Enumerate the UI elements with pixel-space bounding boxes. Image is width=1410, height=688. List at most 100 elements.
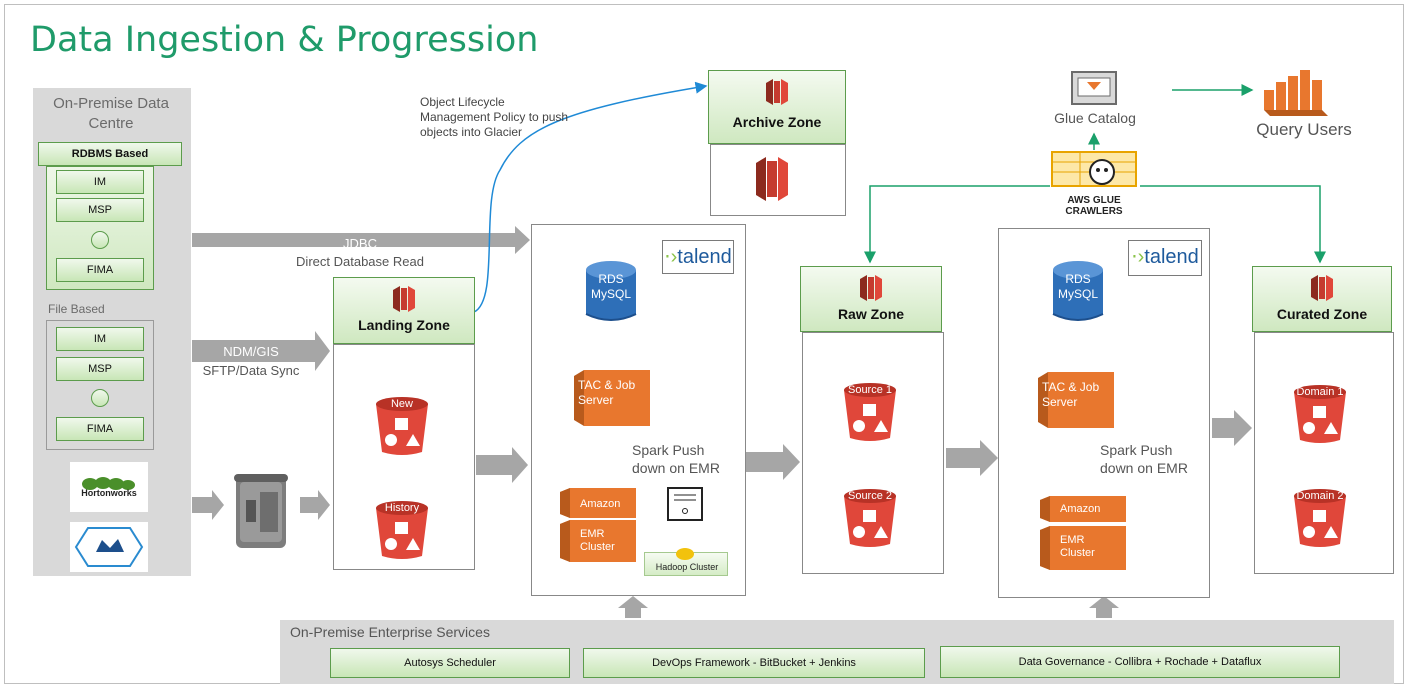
talend-logo: ⋅›talend: [662, 240, 734, 274]
s3-bucket-icon: [1294, 385, 1346, 443]
emr-cluster-icon: Amazon EMR Cluster: [1040, 496, 1126, 570]
bucket-label: Source 2: [847, 490, 893, 502]
enterprise-services-title: On-Premise Enterprise Services: [290, 624, 490, 640]
crawler-to-raw-line: [864, 185, 1050, 264]
ndm-arrow: [192, 331, 330, 371]
tac-label: TAC & Job Server: [578, 378, 636, 407]
amazon-label: Amazon: [580, 498, 621, 510]
talend-dot-icon: ⋅›: [664, 246, 678, 268]
rds-label: RDS MySQL: [590, 272, 631, 301]
service-devops: DevOps Framework - BitBucket + Jenkins: [583, 648, 925, 678]
s3-bucket: History: [374, 500, 430, 562]
emr-label: EMR Cluster: [1060, 534, 1095, 559]
tac-server-icon: TAC & Job Server: [574, 368, 650, 428]
amazon-label: Amazon: [1060, 503, 1101, 515]
processing2-to-curated-arrow: [1212, 410, 1252, 446]
server-rack-icon: [666, 486, 704, 522]
file-item-im: IM: [56, 327, 144, 351]
s3-bucket: Domain 2: [1292, 488, 1348, 550]
s3-bucket-icon: [844, 489, 896, 547]
appliance-to-landing-arrow: [300, 490, 330, 520]
rds-label: RDS MySQL: [1057, 272, 1098, 301]
rds-mysql-icon: RDS MySQL: [584, 258, 638, 326]
bucket-label: Domain 2: [1296, 490, 1344, 502]
services-up-arrow: [618, 596, 648, 618]
elephant-icon: [82, 477, 135, 490]
glue-catalog-label: Glue Catalog: [1054, 110, 1136, 126]
s3-bucket: Domain 1: [1292, 384, 1348, 446]
ndm-label: NDM/GIS: [223, 344, 279, 359]
source-to-appliance-arrow: [192, 490, 224, 520]
s3-bucket-icon: [844, 383, 896, 441]
tac-label: TAC & Job Server: [1042, 380, 1100, 409]
bucket-label: New: [390, 398, 413, 410]
rds-mysql-icon: RDS MySQL: [1051, 258, 1105, 326]
service-autosys: Autosys Scheduler: [330, 648, 570, 678]
data-appliance: [230, 470, 292, 552]
raw-to-processing2-arrow: [946, 440, 998, 476]
s3-bucket: Source 1: [842, 382, 898, 444]
s3-icon: [860, 275, 882, 301]
lifecycle-label: Object Lifecycle Management Policy to pu…: [420, 95, 569, 139]
glue-crawlers-label: AWS GLUE CRAWLERS: [1065, 195, 1123, 217]
bucket-label: Source 1: [847, 384, 893, 396]
s3-bucket-icon: [1294, 489, 1346, 547]
page-title: Data Ingestion & Progression: [30, 20, 539, 60]
hadoop-cluster-box: Hadoop Cluster: [644, 548, 728, 576]
talend-text: talend: [1144, 246, 1199, 268]
bucket-label: Domain 1: [1296, 386, 1344, 398]
hadoop-label: Hadoop Cluster: [655, 562, 719, 572]
curated-zone-header: Curated Zone: [1252, 266, 1392, 332]
landing-zone-header: Landing Zone: [333, 277, 475, 344]
crawler-to-curated-line: [1140, 185, 1326, 264]
onprem-title: On-Premise Data Centre: [53, 95, 169, 132]
s3-bucket: Source 2: [842, 488, 898, 550]
services-up-arrow: [1089, 596, 1119, 618]
jdbc-sub-label: Direct Database Read: [296, 254, 424, 269]
mapr-logo: [70, 522, 148, 572]
hexagon-icon: [74, 527, 144, 567]
file-item-fima: FIMA: [56, 417, 144, 441]
glue-catalog-icon: [1070, 70, 1118, 106]
s3-bucket-icon: [376, 501, 428, 559]
tac-server-icon: TAC & Job Server: [1038, 370, 1114, 430]
rdbms-item-fima: FIMA: [56, 258, 144, 282]
s3-bucket-icon: [376, 397, 428, 455]
raw-zone-title: Raw Zone: [837, 306, 905, 322]
s3-icon: [393, 286, 415, 312]
spark-label: Spark Push down on EMR: [632, 442, 720, 476]
talend-logo: ⋅›talend: [1128, 240, 1202, 276]
jdbc-label: JDBC: [343, 236, 377, 251]
curated-zone-title: Curated Zone: [1276, 306, 1368, 322]
rdbms-item-im: IM: [56, 170, 144, 194]
talend-dot-icon: ⋅›: [1131, 246, 1145, 268]
service-governance: Data Governance - Collibra + Rochade + D…: [940, 646, 1340, 678]
emr-label: EMR Cluster: [580, 528, 615, 553]
ellipsis-circle: [91, 389, 109, 407]
emr-cluster-icon: Amazon EMR Cluster: [560, 488, 636, 562]
hadoop-elephant-icon: [676, 548, 694, 560]
file-based-label: File Based: [48, 302, 105, 316]
landing-zone-title: Landing Zone: [358, 317, 450, 333]
glue-crawler-icon: [1050, 150, 1138, 194]
rdbms-header: RDBMS Based: [38, 142, 182, 166]
raw-zone-header: Raw Zone: [800, 266, 942, 332]
archive-zone-title: Archive Zone: [732, 114, 822, 130]
server-box-icon: [234, 474, 288, 548]
spark-label: Spark Push down on EMR: [1100, 442, 1188, 476]
ndm-sub-label: SFTP/Data Sync: [202, 363, 300, 378]
hortonworks-text: Hortonworks: [81, 488, 137, 498]
glacier-icon: [752, 155, 792, 208]
s3-icon: [1311, 275, 1333, 301]
file-item-msp: MSP: [56, 357, 144, 381]
ellipsis-circle: [91, 231, 109, 249]
archive-zone-header: Archive Zone: [708, 70, 846, 144]
s3-bucket: New: [374, 396, 430, 458]
landing-to-processing-arrow: [476, 447, 528, 483]
query-users-label: Query Users: [1256, 120, 1352, 139]
rdbms-item-msp: MSP: [56, 198, 144, 222]
hortonworks-logo: Hortonworks: [70, 462, 148, 512]
jdbc-arrow: [192, 226, 530, 254]
lifecycle-curve: [473, 81, 708, 313]
talend-text: talend: [677, 246, 732, 268]
